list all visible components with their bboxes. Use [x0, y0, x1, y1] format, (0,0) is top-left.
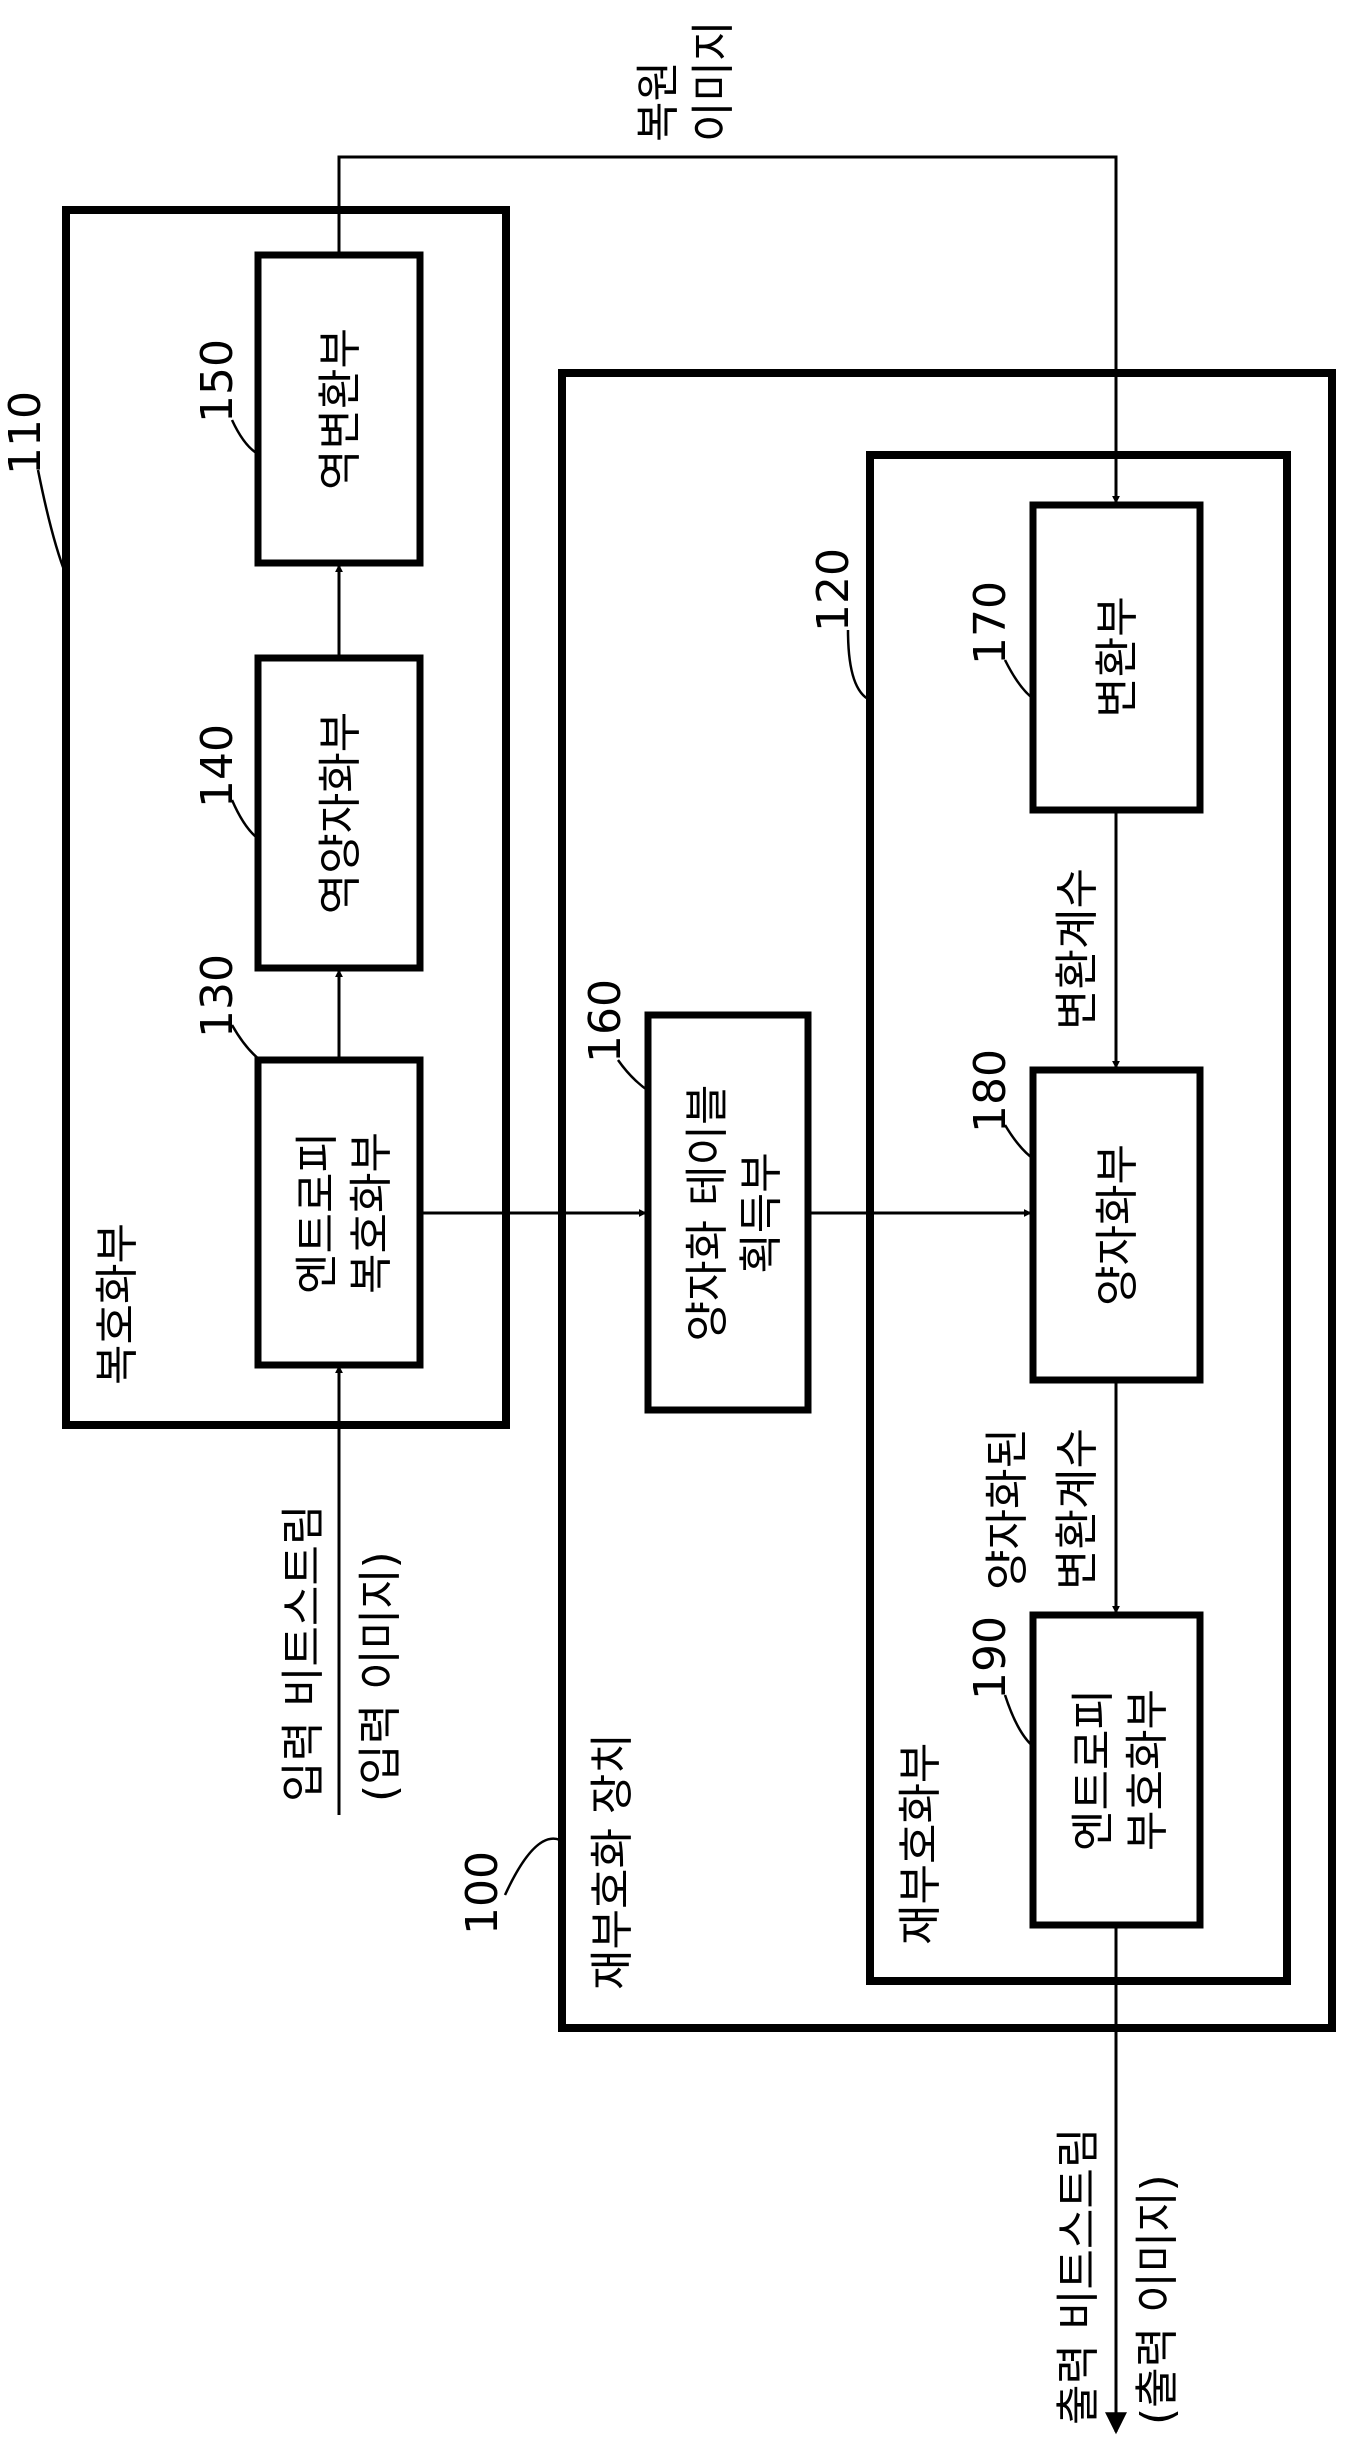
quantization-label: 양자화부 [1092, 1144, 1143, 1306]
inverse-transform-label: 역변환부 [315, 328, 366, 490]
entropy-encoding-label-2: 부호화부 [1122, 1689, 1173, 1851]
ref-160: 160 [580, 979, 631, 1063]
input-label-1: 입력 비트스트림 [278, 1505, 329, 1802]
quant-table-acquisition-label-2: 획득부 [736, 1152, 787, 1273]
restored-image-label-1: 복원 [633, 61, 684, 142]
leader-110 [38, 470, 66, 575]
transform-label: 변환부 [1092, 596, 1143, 717]
leader-100 [505, 1839, 560, 1895]
ref-170: 170 [965, 581, 1016, 665]
quant-table-acquisition-label-1: 양자화 테이블 [682, 1085, 733, 1342]
input-label-2: (입력 이미지) [355, 1551, 406, 1802]
entropy-encoding-label-1: 엔트로피 [1068, 1689, 1119, 1851]
ref-120: 120 [808, 548, 859, 632]
quantized-coefficient-label-1: 양자화된 [982, 1428, 1033, 1590]
ref-110: 110 [0, 391, 51, 475]
restored-image-label-2: 이미지 [688, 21, 739, 142]
transform-coefficient-label: 변환계수 [1052, 868, 1103, 1030]
ref-100: 100 [457, 1851, 508, 1935]
output-label-1: 출력 비트스트림 [1053, 2128, 1104, 2425]
ref-130: 130 [192, 954, 243, 1038]
quantized-coefficient-label-2: 변환계수 [1052, 1428, 1103, 1590]
ref-150: 150 [192, 339, 243, 423]
re-encoding-unit-label: 재부호화부 [895, 1743, 946, 1945]
entropy-decoding-label-2: 복호화부 [346, 1132, 397, 1294]
output-label-2: (출력 이미지) [1132, 2174, 1183, 2425]
ref-180: 180 [965, 1049, 1016, 1133]
ref-190: 190 [965, 1616, 1016, 1700]
decoder-unit-label: 복호화부 [92, 1223, 143, 1385]
re-encoding-device-label: 재부호화 장치 [587, 1733, 638, 1990]
entropy-decoding-label-1: 엔트로피 [292, 1132, 343, 1294]
inverse-quantization-label: 역양자화부 [315, 712, 366, 914]
ref-140: 140 [192, 724, 243, 808]
